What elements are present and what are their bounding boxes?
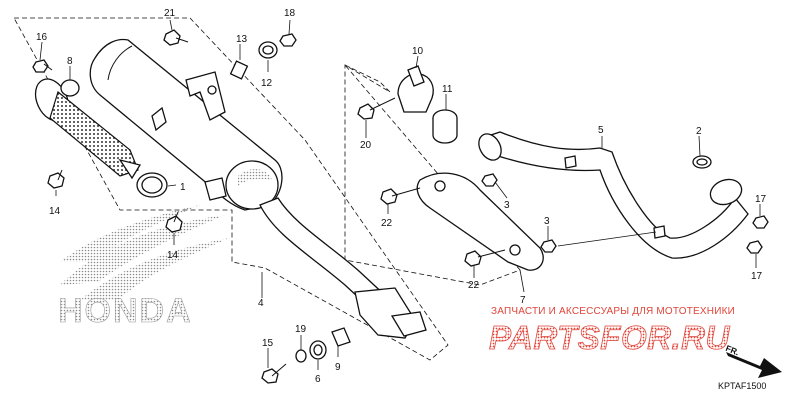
- exhaust-pipe-part5: [478, 131, 749, 259]
- svg-text:HONDA: HONDA: [58, 292, 193, 330]
- bolt-part20: [357, 97, 396, 120]
- heat-shield-part7: [416, 172, 544, 271]
- exhaust-joint-seal-part11: [432, 109, 458, 144]
- callout-7: 7: [520, 295, 526, 306]
- nut-part3-upper: [481, 173, 498, 187]
- callout-16: 16: [36, 32, 48, 43]
- callout-1: 1: [180, 182, 186, 193]
- callout-13: 13: [236, 34, 248, 45]
- callout-21: 21: [164, 8, 176, 19]
- callout-12: 12: [261, 78, 273, 89]
- clip-bracket: [151, 106, 167, 132]
- callout-11: 11: [442, 84, 453, 95]
- washer-part19: [295, 349, 307, 363]
- muffler-tailpipe: [259, 197, 427, 339]
- callout-22-lower: 22: [468, 280, 480, 291]
- bolt-part21: [163, 29, 189, 46]
- gasket-part2: [692, 155, 712, 169]
- callout-22-upper: 22: [381, 218, 393, 229]
- bolt-part15: [261, 363, 287, 384]
- muffler-assembly-outline: [13, 17, 449, 361]
- callout-17-upper: 17: [755, 194, 767, 205]
- nut-part3-lower: [540, 239, 557, 253]
- grommet-part12: [258, 41, 278, 59]
- callout-2: 2: [696, 126, 702, 137]
- collar-part9: [331, 327, 351, 347]
- svg-text:PARTSFOR.RU: PARTSFOR.RU: [489, 319, 730, 356]
- nut-part17-lower: [746, 240, 763, 254]
- bolt-part16: [32, 59, 53, 73]
- leader-lines: [39, 19, 761, 370]
- callout-4: 4: [258, 298, 264, 309]
- spark-arrester-cap: [34, 78, 142, 180]
- bolt-part14-center: [165, 211, 183, 233]
- callout-8: 8: [67, 56, 73, 67]
- reference-code: KPTAF1500: [718, 381, 767, 391]
- bracket-clamp: [204, 177, 227, 201]
- bolt-part22-upper: [380, 187, 421, 205]
- callout-3-upper: 3: [504, 200, 510, 211]
- honda-wing-logo: [60, 205, 230, 300]
- front-direction-arrow-icon: [726, 352, 782, 378]
- callout-20: 20: [360, 140, 372, 151]
- callout-6: 6: [315, 374, 321, 385]
- callout-14-left: 14: [49, 206, 61, 217]
- callout-5: 5: [598, 125, 604, 136]
- callout-9: 9: [335, 362, 341, 373]
- grommet-part6: [309, 340, 327, 360]
- partsfor-logo: PARTSFOR.RU: [489, 319, 731, 357]
- clamp-band-part10: [397, 65, 434, 113]
- callout-18: 18: [284, 8, 296, 19]
- callout-14-center: 14: [167, 250, 179, 261]
- honda-wordmark: HONDA: [58, 292, 193, 331]
- callout-3-lower: 3: [544, 216, 550, 227]
- muffler-body: [89, 38, 283, 211]
- header-assembly-outline: [344, 64, 521, 286]
- callout-19: 19: [295, 324, 307, 335]
- nut-part17-upper: [752, 215, 769, 229]
- bolt-part22-lower: [464, 249, 506, 267]
- callout-15: 15: [262, 338, 274, 349]
- nut-part18: [279, 33, 297, 47]
- gasket-ring-part1: [136, 172, 168, 198]
- callout-17-lower: 17: [751, 271, 763, 282]
- watermark-tagline: ЗАПЧАСТИ И АКСЕССУАРЫ ДЛЯ МОТОТЕХНИКИ: [491, 306, 736, 317]
- muffler-mount-bracket: [185, 71, 226, 121]
- bolt-part14-left: [47, 169, 65, 189]
- callout-10: 10: [412, 46, 424, 57]
- collar-part13: [229, 60, 249, 80]
